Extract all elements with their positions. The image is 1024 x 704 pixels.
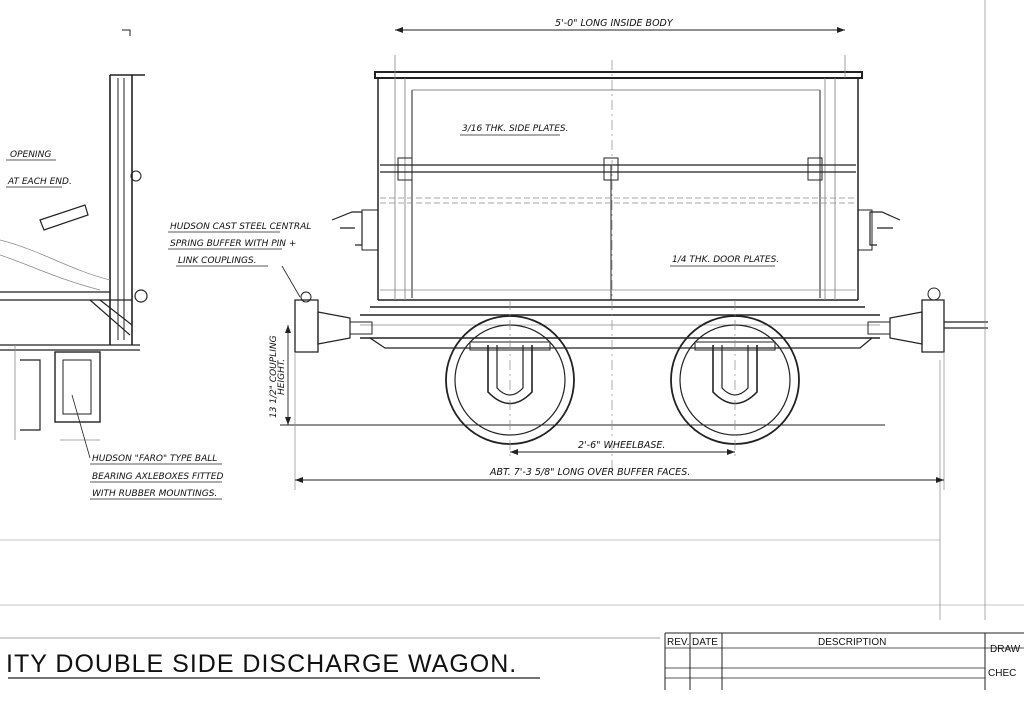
title-block [0,632,1024,690]
over-buffers-dim: ABT. 7'-3 5/8" LONG OVER BUFFER FACES. [489,467,690,478]
rev-header: REV. [667,637,689,648]
axlebox-label-2: BEARING AXLEBOXES FITTED [92,472,223,482]
drawing-title: ITY DOUBLE SIDE DISCHARGE WAGON. [6,650,517,678]
door-plates-label: 1/4 THK. DOOR PLATES. [672,255,779,265]
axlebox-leader-line [71,394,91,459]
drawn-header: DRAW [990,644,1021,655]
date-header: DATE [692,637,718,648]
wheelbase-dim: 2'-6" WHEELBASE. [578,440,665,451]
inside-body-dim: 5'-0" LONG INSIDE BODY [555,18,674,29]
dimension-coupling-height [285,325,291,425]
buffer-leader-line [281,265,301,298]
wagon-body [331,55,901,308]
at-each-end-label: AT EACH END. [7,177,72,187]
checked-header: CHEC [988,668,1016,679]
underframe [294,287,988,353]
dimension-wheelbase [510,449,735,455]
end-view-partial [0,29,148,441]
buffer-label-3: LINK COUPLINGS. [178,256,257,266]
opening-label: OPENING [10,150,51,160]
construction-lines [0,0,1024,620]
buffer-label-1: HUDSON CAST STEEL CENTRAL [170,222,311,232]
dimension-inside-body [395,27,845,33]
coupling-height-label-1: 13 1/2" COUPLING [269,335,279,418]
axlebox-label-1: HUDSON "FARO" TYPE BALL [92,454,217,464]
description-header: DESCRIPTION [818,637,886,648]
coupling-height-label-2: HEIGHT. [277,359,287,395]
dimension-over-buffers [295,477,944,483]
side-plates-label: 3/16 THK. SIDE PLATES. [462,124,569,134]
buffer-label-2: SPRING BUFFER WITH PIN + [170,239,296,249]
axlebox-label-3: WITH RUBBER MOUNTINGS. [92,489,217,499]
